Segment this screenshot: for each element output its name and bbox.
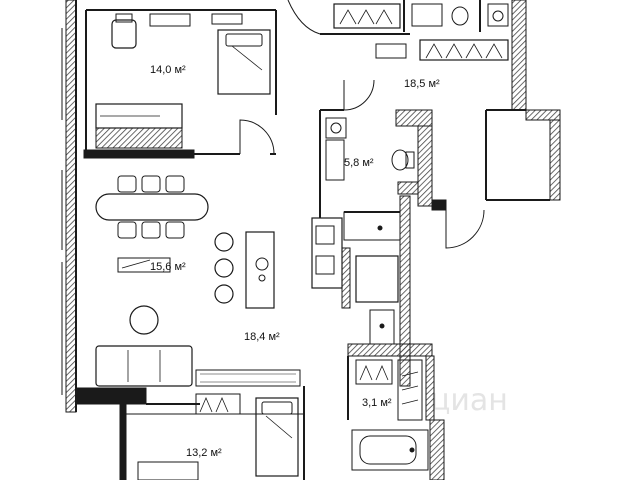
storage xyxy=(347,343,445,480)
room-label-storage: 3,1 м² xyxy=(362,397,392,409)
room-label-bedroom-top: 14,0 м² xyxy=(150,64,186,76)
bedroom-bottom xyxy=(126,386,305,480)
bathroom xyxy=(319,79,433,241)
outer-walls xyxy=(61,0,561,480)
room-label-hall-top: 18,5 м² xyxy=(404,78,440,90)
watermark: циан xyxy=(430,383,508,418)
room-label-kitchen: 15,6 м² xyxy=(150,261,186,273)
room-label-living: 18,4 м² xyxy=(244,331,280,343)
hall-top xyxy=(287,0,509,61)
corridor xyxy=(311,195,485,387)
living-area xyxy=(95,305,301,387)
bedroom-top xyxy=(83,9,277,159)
room-label-bedroom-bottom: 13,2 м² xyxy=(186,447,222,459)
kitchen-dining xyxy=(95,175,275,309)
room-label-bathroom: 5,8 м² xyxy=(344,157,374,169)
